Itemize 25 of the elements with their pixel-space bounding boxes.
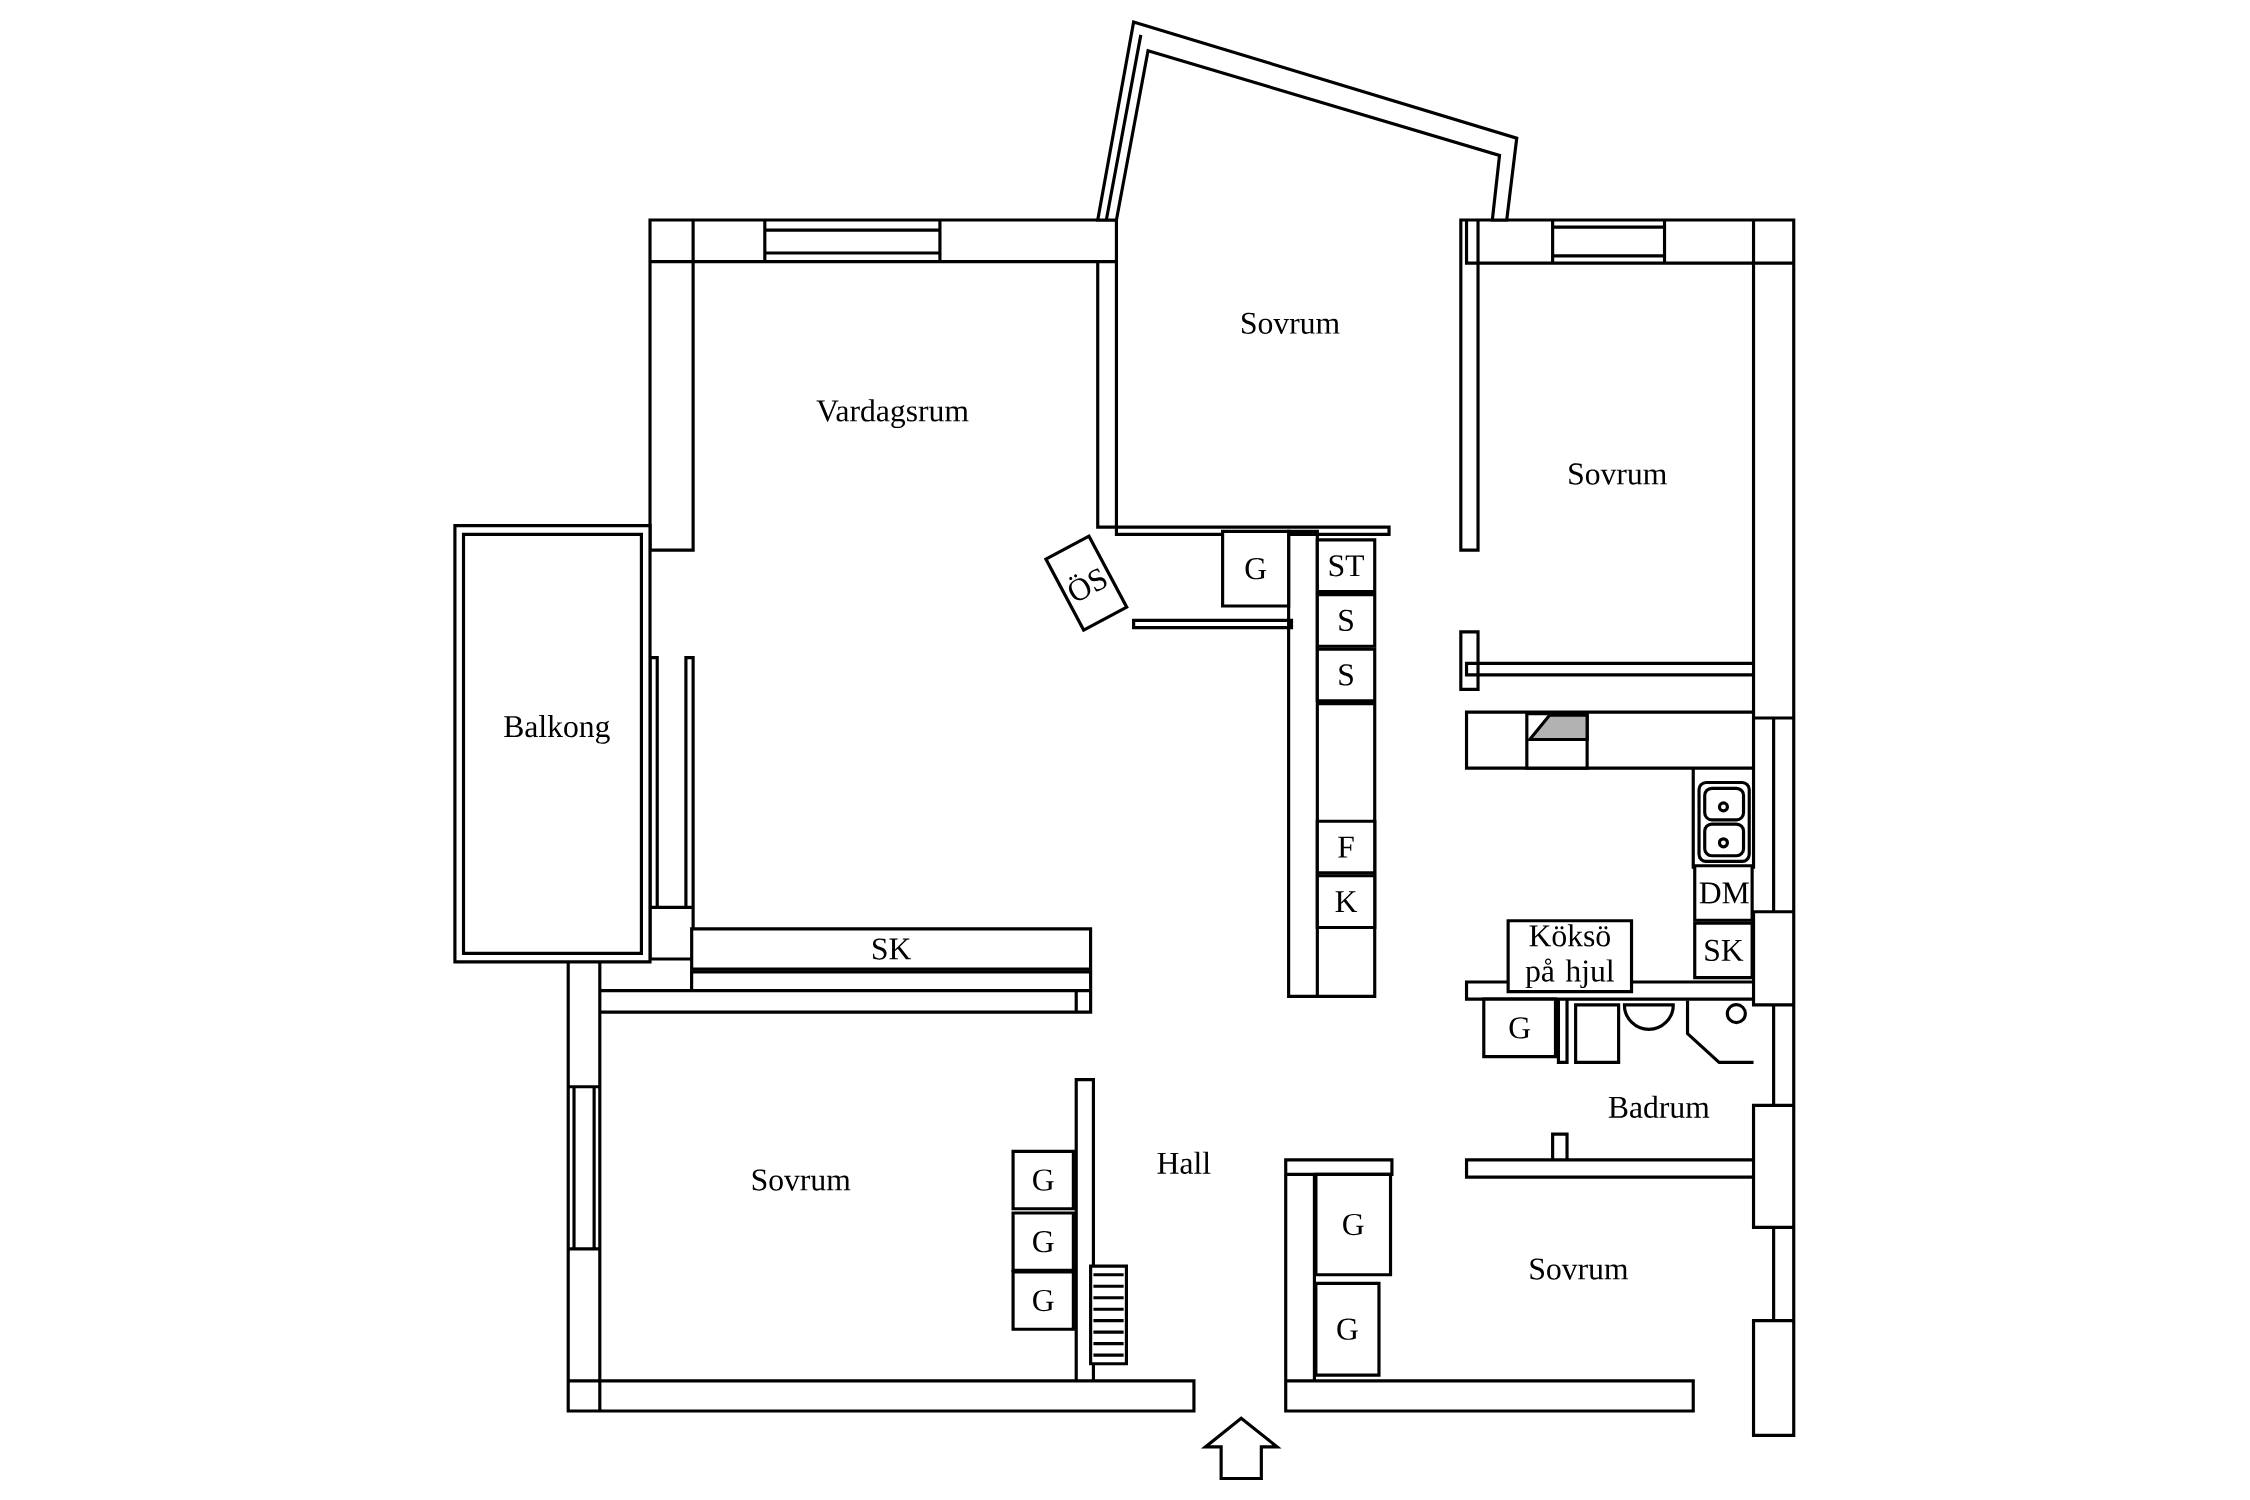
furniture-box: G: [1011, 1270, 1075, 1331]
furniture-box: SK: [690, 927, 1093, 971]
room-label: Balkong: [504, 715, 610, 744]
room-label: Sovrum: [1530, 1258, 1629, 1280]
furniture-box: G: [1221, 529, 1291, 608]
furniture-box: G: [1314, 1172, 1393, 1277]
room-label: Sovrum: [1569, 463, 1667, 485]
furniture-box: DM: [1693, 864, 1754, 922]
room-label: Badrum: [1608, 1095, 1710, 1118]
furniture-box: G: [1482, 997, 1558, 1059]
room-label: Sovrum: [752, 1169, 851, 1191]
furniture-box: SK: [1693, 921, 1754, 980]
furniture-box: Köksö på hjul: [1506, 919, 1634, 994]
room-label: Vardagsrum: [816, 399, 969, 429]
furniture-box: S: [1315, 647, 1377, 703]
furniture-box: ÖS: [1043, 534, 1129, 633]
furniture-box: G: [1011, 1149, 1075, 1211]
room-label: Sovrum: [1242, 312, 1340, 334]
room-label: Hall: [1157, 1151, 1211, 1174]
furniture-box: G: [1314, 1281, 1381, 1377]
furniture-box: S: [1315, 592, 1377, 648]
furniture-box: G: [1011, 1211, 1075, 1272]
furniture-box: K: [1315, 874, 1377, 930]
furniture-box: ST: [1315, 538, 1377, 594]
furniture-box: F: [1315, 819, 1377, 875]
